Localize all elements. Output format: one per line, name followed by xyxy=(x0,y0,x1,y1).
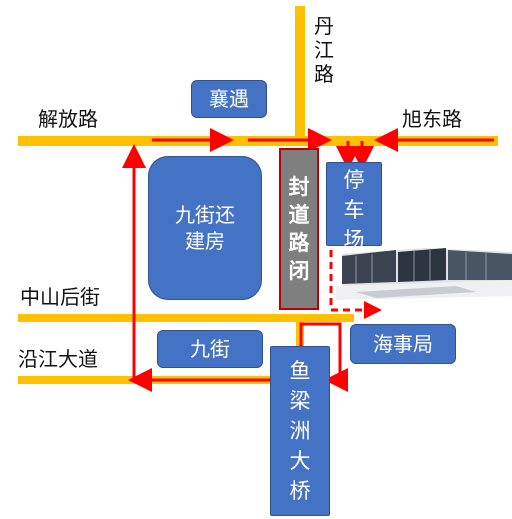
place-jiujie-rebuild-label: 九街还建房 xyxy=(175,203,235,253)
place-xiangyu-label: 襄遇 xyxy=(209,87,249,111)
road-danjiang-north xyxy=(295,6,305,144)
place-jiujie-label: 九街 xyxy=(190,337,230,361)
place-maritime: 海事局 xyxy=(350,324,456,364)
building-image xyxy=(336,248,512,300)
place-parking: 停车场 xyxy=(326,162,382,252)
place-yuliangzhou-bridge: 鱼梁洲大桥 xyxy=(270,346,330,516)
place-parking-label: 停车场 xyxy=(343,168,365,252)
place-jiujie: 九街 xyxy=(157,330,263,368)
label-danjiang-road: 丹江路 xyxy=(313,14,335,86)
road-zhongshanhou xyxy=(18,314,354,322)
label-zhongshanhou-street: 中山后街 xyxy=(20,285,100,309)
place-jiujie-rebuild: 九街还建房 xyxy=(148,156,262,300)
route-dashed-maritime xyxy=(329,250,382,319)
label-yanjiang-avenue: 沿江大道 xyxy=(18,347,98,371)
place-xiangyu: 襄遇 xyxy=(191,80,267,118)
place-maritime-label: 海事局 xyxy=(373,332,433,356)
label-danjiang-text: 丹江路 xyxy=(314,14,334,86)
place-bridge-label: 鱼梁洲大桥 xyxy=(289,359,311,503)
road-closed-sign: 封道路闭 xyxy=(279,148,319,310)
road-closed-label: 封道路闭 xyxy=(288,175,310,283)
label-jiefang-road: 解放路 xyxy=(38,107,98,131)
route-bridge-exit xyxy=(299,322,348,392)
label-xudong-road: 旭东路 xyxy=(402,107,462,131)
